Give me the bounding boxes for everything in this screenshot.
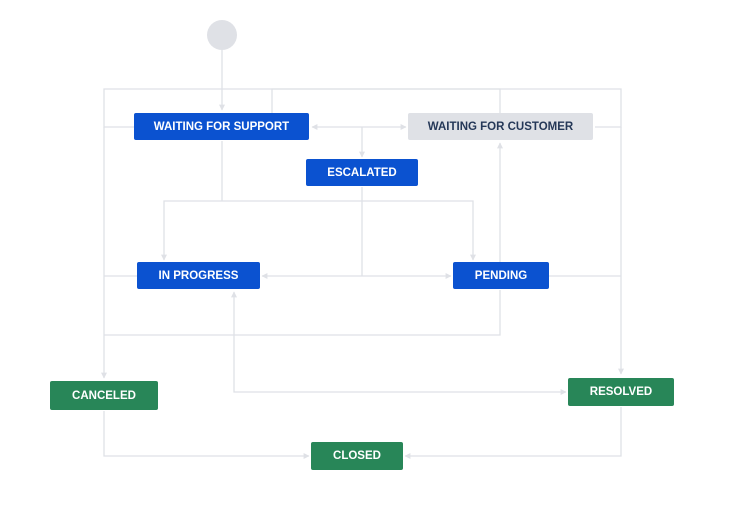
status-label: PENDING [475,270,527,282]
transition-canceled-to-closed [103,411,310,459]
status-closed[interactable]: CLOSED [311,442,403,470]
status-label: CANCELED [72,390,136,402]
status-label: ESCALATED [327,167,396,179]
status-escalated[interactable]: ESCALATED [306,159,418,186]
transition-waiting-for-support-to-pending [222,200,476,261]
transition-edges [101,50,624,459]
status-pending[interactable]: PENDING [453,262,549,289]
status-waiting-for-support[interactable]: WAITING FOR SUPPORT [134,113,309,140]
status-label: WAITING FOR SUPPORT [154,121,289,133]
transition-waiting-for-customer-to-waiting-for-support [271,88,501,113]
transition-pending-to-canceled [104,290,501,336]
status-label: WAITING FOR CUSTOMER [428,121,574,133]
transition-waiting-for-support-to-canceled [103,88,622,128]
start-node[interactable] [207,20,237,50]
status-canceled[interactable]: CANCELED [50,381,158,410]
transition-resolved-to-closed [404,407,622,459]
status-in-progress[interactable]: IN PROGRESS [137,262,260,289]
status-label: IN PROGRESS [159,270,239,282]
transition-in-progress-to-resolved [231,291,567,395]
status-waiting-for-customer[interactable]: WAITING FOR CUSTOMER [408,113,593,140]
status-label: RESOLVED [590,386,652,398]
transition-waiting-for-support-to-in-progress [161,200,222,261]
status-resolved[interactable]: RESOLVED [568,378,674,406]
status-label: CLOSED [333,450,381,462]
